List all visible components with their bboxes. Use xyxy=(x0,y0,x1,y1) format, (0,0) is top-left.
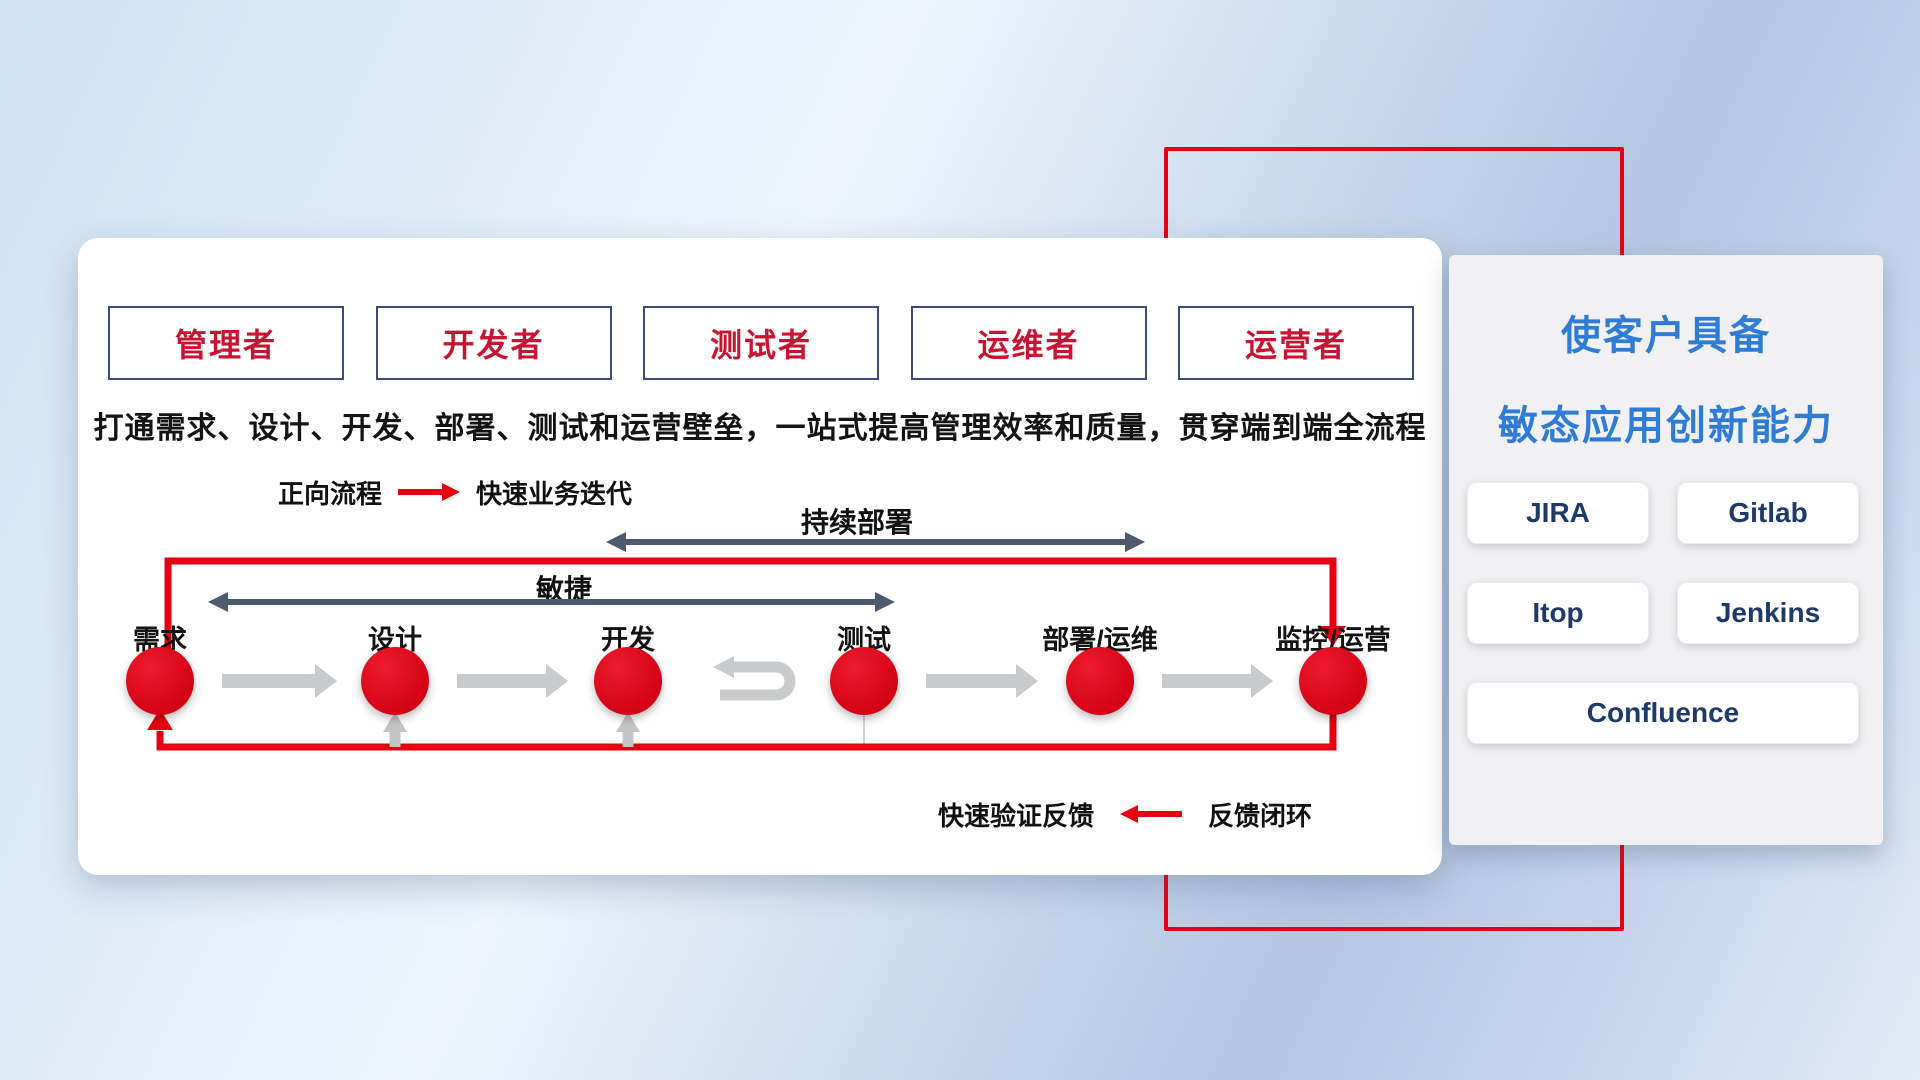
tool-jenkins[interactable]: Jenkins xyxy=(1677,582,1859,644)
role-label-developer: 开发者 xyxy=(442,327,545,363)
node-circle-requirement xyxy=(126,647,194,715)
legend-forward-value: 快速业务迭代 xyxy=(476,478,633,509)
legend-feedback: 快速验证反馈 反馈闭环 xyxy=(938,798,1313,831)
continuous-deploy-label: 持续部署 xyxy=(800,507,913,538)
capability-panel: 使客户具备 敏态应用创新能力 JIRA Gitlab Itop Jenkins … xyxy=(1449,255,1883,845)
tool-itop[interactable]: Itop xyxy=(1467,582,1649,644)
feedback-loop-line xyxy=(147,709,1337,751)
agile-arrow xyxy=(208,592,895,612)
tools-grid: JIRA Gitlab Itop Jenkins Confluence xyxy=(1467,482,1859,744)
forward-arrow-icon xyxy=(398,483,461,501)
panel-title-line2: 敏态应用创新能力 xyxy=(1498,404,1834,448)
role-box-developer: 开发者 xyxy=(375,306,612,380)
panel-title-line1: 使客户具备 xyxy=(1561,314,1771,358)
role-label-ops: 运维者 xyxy=(977,327,1080,363)
legend-forward: 正向流程 快速业务迭代 xyxy=(278,476,633,509)
node-circle-design xyxy=(361,647,429,715)
legend-feedback-value: 快速验证反馈 xyxy=(938,800,1095,831)
tool-gitlab[interactable]: Gitlab xyxy=(1677,482,1859,544)
role-box-operation: 运营者 xyxy=(1178,306,1414,380)
role-box-tester: 测试者 xyxy=(643,306,879,380)
step-arrows xyxy=(222,664,1273,698)
feedback-up-arrows xyxy=(383,712,640,747)
node-circle-development xyxy=(594,647,662,715)
flow-arrows xyxy=(147,532,1346,751)
flow-description: 打通需求、设计、开发、部署、测试和运营壁垒，一站式提高管理效率和质量，贯穿端到端… xyxy=(93,412,1427,445)
tool-confluence[interactable]: Confluence xyxy=(1467,682,1859,744)
legend-forward-label: 正向流程 xyxy=(278,478,383,509)
devops-flow-card: 管理者 开发者 测试者 运维者 运营者 打通需求、设计、开发、部署、测试和运营壁… xyxy=(78,238,1442,875)
continuous-deploy-arrow xyxy=(606,532,1145,552)
roles-row: 管理者 开发者 测试者 运维者 运营者 xyxy=(108,306,1414,380)
role-label-tester: 测试者 xyxy=(709,327,812,363)
node-circle-deploy-ops xyxy=(1066,647,1134,715)
role-box-manager: 管理者 xyxy=(108,306,344,380)
role-label-operation: 运营者 xyxy=(1244,327,1347,363)
iteration-loop-icon xyxy=(713,656,796,701)
node-circle-monitor-operation xyxy=(1299,647,1367,715)
role-label-manager: 管理者 xyxy=(174,327,277,363)
role-box-ops: 运维者 xyxy=(910,306,1147,380)
node-circle-testing xyxy=(830,647,898,715)
tool-jira[interactable]: JIRA xyxy=(1467,482,1649,544)
feedback-arrow-icon xyxy=(1120,805,1183,823)
forward-loop-line xyxy=(164,557,1346,649)
legend-feedback-label: 反馈闭环 xyxy=(1208,800,1313,831)
